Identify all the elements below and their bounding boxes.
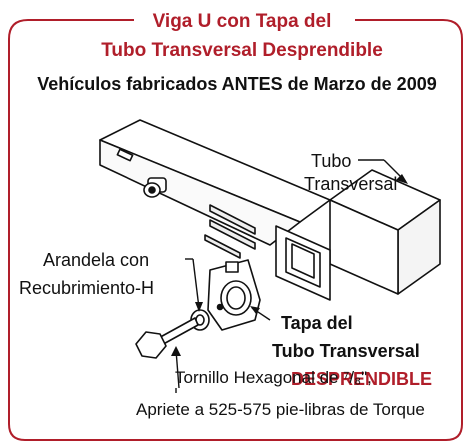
u-beam-slot — [209, 204, 256, 235]
frame-border — [8, 19, 463, 441]
mount-pin-hole — [148, 186, 156, 194]
washer-leader-drop — [192, 258, 200, 309]
label-tubo: Tubo — [311, 151, 351, 171]
title-line-1: Viga U con Tapa del — [153, 11, 332, 32]
label-tornillo: Tornillo Hexagonal de ⁷/₈", — [175, 368, 372, 387]
hex-bolt-head — [135, 331, 167, 359]
bolt-arrowhead — [171, 346, 181, 356]
label-tapa-del: Tapa del — [281, 313, 353, 333]
cap-bolt-hole — [216, 303, 224, 311]
cross-tube-front — [329, 199, 399, 295]
label-arandela: Arandela con — [43, 250, 149, 270]
u-beam-slot — [204, 234, 241, 259]
leader-arrowheads — [171, 174, 408, 356]
end-plate-hole-inner — [291, 243, 315, 279]
subtitle: Vehículos fabricados ANTES de Marzo de 2… — [37, 74, 436, 94]
bolt-leader — [175, 349, 180, 389]
tube-arrowhead — [396, 174, 408, 184]
label-recubrimiento: Recubrimiento-H — [19, 278, 154, 298]
label-apriete: Apriete a 525-575 pie-libras de Torque — [136, 400, 425, 419]
mount-tab — [116, 148, 134, 162]
u-beam-assembly — [99, 119, 441, 359]
u-beam-slot — [209, 219, 256, 250]
u-beam-front — [99, 139, 301, 246]
label-transversal: Transversal — [304, 174, 397, 194]
title-line-2: Tubo Transversal Desprendible — [101, 40, 383, 61]
cap-arrowhead — [250, 306, 260, 314]
cap-hole-inner — [226, 286, 246, 310]
washer-arrowhead — [195, 302, 203, 312]
label-tubo-transversal: Tubo Transversal — [272, 341, 420, 361]
cap-notch — [225, 261, 239, 273]
label-desprendible: DESPRENDIBLE — [291, 369, 432, 389]
